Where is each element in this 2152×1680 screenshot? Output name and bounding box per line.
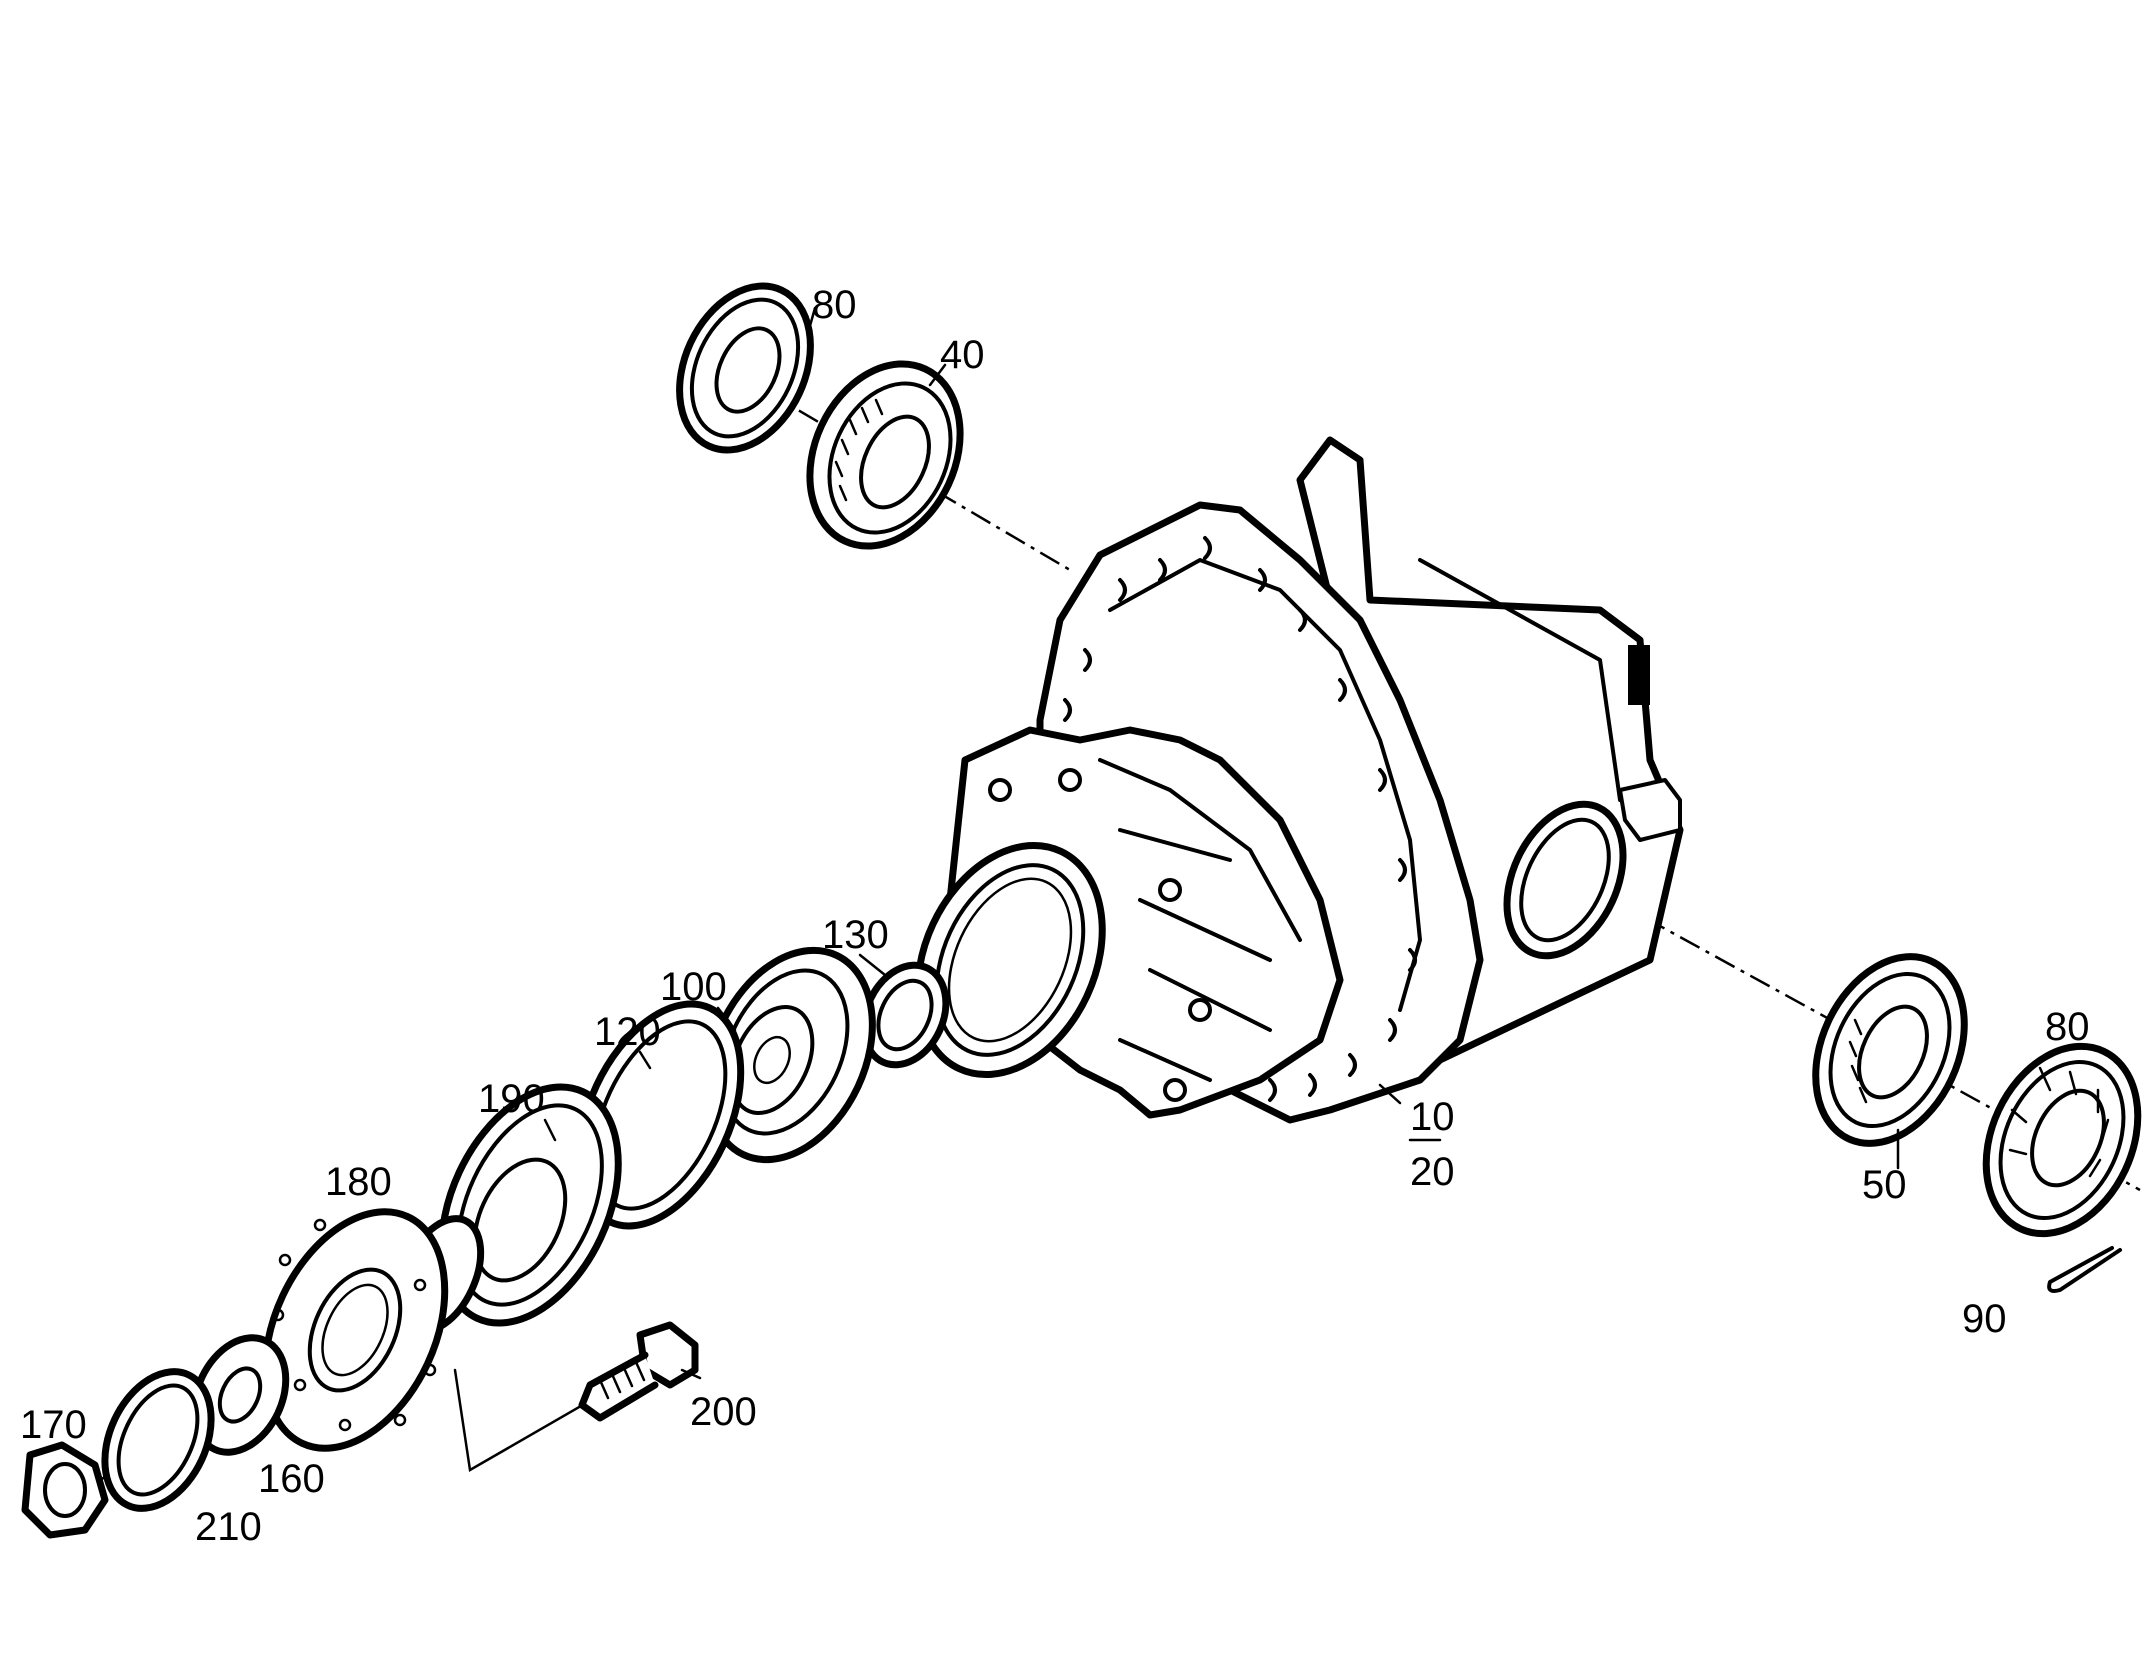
callout-170: 170 bbox=[20, 1403, 87, 1447]
axle-housing bbox=[914, 436, 1684, 1124]
hex-nut-170 bbox=[21, 1441, 109, 1539]
taper-roller-bearing-50 bbox=[1812, 953, 1968, 1147]
washer-160 bbox=[190, 1334, 290, 1456]
drive-flange-180 bbox=[261, 1208, 485, 1452]
callout-90: 90 bbox=[1962, 1297, 2007, 1341]
callout-40: 40 bbox=[940, 333, 985, 377]
callout-130: 130 bbox=[822, 913, 889, 957]
callout-labels: 80 40 130 100 120 190 180 170 160 210 20… bbox=[20, 283, 2090, 1549]
o-ring-210 bbox=[101, 1368, 215, 1512]
shaft-seal-190 bbox=[438, 1083, 622, 1327]
callout-100: 100 bbox=[660, 965, 727, 1009]
leader-lines bbox=[543, 306, 1900, 1380]
callout-160: 160 bbox=[258, 1457, 325, 1501]
callout-120: 120 bbox=[594, 1010, 661, 1054]
taper-roller-bearing-40 bbox=[806, 360, 964, 550]
callout-20: 20 bbox=[1410, 1150, 1455, 1194]
callout-50: 50 bbox=[1862, 1163, 1907, 1207]
callout-210: 210 bbox=[195, 1505, 262, 1549]
callout-190: 190 bbox=[478, 1077, 545, 1121]
seal-ring-80-top bbox=[676, 282, 814, 454]
callout-10: 10 bbox=[1410, 1095, 1455, 1139]
bolt-200 bbox=[578, 1321, 699, 1422]
callout-80-right: 80 bbox=[2045, 1005, 2090, 1049]
cotter-pin-90 bbox=[2047, 1246, 2122, 1293]
castle-nut-80 bbox=[1982, 1042, 2142, 1238]
callout-80-top: 80 bbox=[812, 283, 857, 327]
callout-200: 200 bbox=[690, 1390, 757, 1434]
callout-180: 180 bbox=[325, 1160, 392, 1204]
